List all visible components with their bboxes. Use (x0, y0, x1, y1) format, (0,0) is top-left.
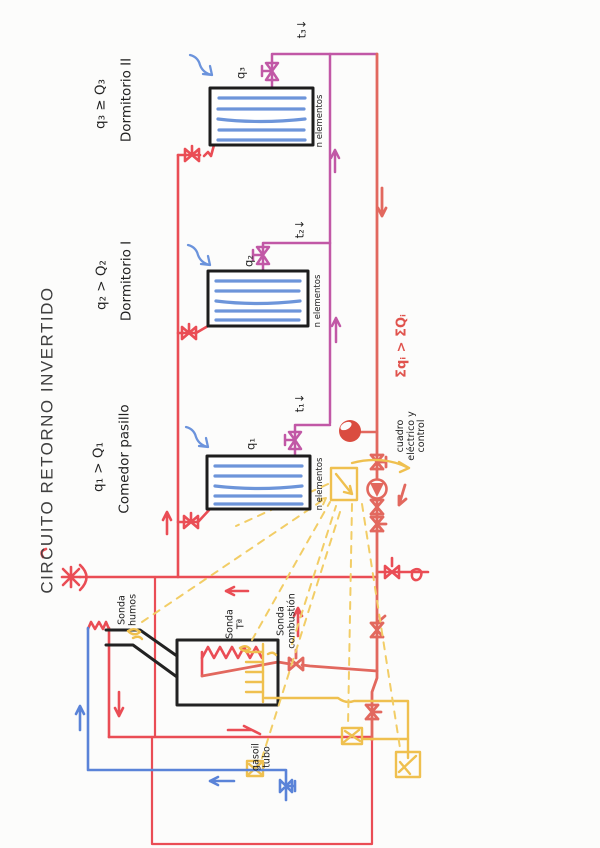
pump-icon (366, 478, 388, 500)
fill-flow-arrow-icon (113, 690, 125, 718)
radiator-dormitorio-1 (206, 269, 310, 328)
expansion-vessel-icon (339, 420, 361, 442)
flue-sensor-icon (126, 628, 144, 641)
radiator-comedor (205, 454, 312, 511)
water-valve-icon (278, 778, 297, 794)
boiler-element-icon (238, 642, 278, 704)
lockshield-valve-icon (180, 144, 201, 530)
water-flow-arrow-icon (74, 704, 86, 732)
chimney-duct (104, 628, 179, 658)
header-flow-arrow-icon (224, 585, 250, 597)
radiators (184, 53, 315, 511)
inverted-return-line (251, 52, 379, 458)
radiator-valve-icon (251, 61, 303, 451)
regulator-box-icon (329, 466, 359, 502)
fill-device-icon (340, 726, 364, 746)
boiler-return-line (200, 52, 408, 742)
shutoff-valve-icon (364, 453, 388, 721)
pump-flow-arrow-icon (397, 483, 408, 507)
control-wiring-dashed (141, 483, 401, 759)
supply-flow-arrow-icon (161, 510, 173, 536)
water-flow-arrow-icon (208, 775, 236, 787)
supply-main-line (40, 143, 430, 846)
fill-flow-arrow-icon (226, 724, 262, 736)
chimney-duct (104, 643, 179, 679)
burner-device-icon (394, 750, 422, 779)
drain-valve-icon (383, 556, 401, 580)
filling-loop-icon (86, 620, 111, 631)
boiler-return-valve-icon (287, 648, 305, 672)
return-flow-arrow-icon (330, 316, 342, 344)
boiler-outline (104, 628, 280, 707)
return-down-arrow-icon (376, 186, 388, 218)
fuel-line (263, 696, 410, 760)
drain-hook-icon (410, 567, 423, 582)
radiator-dormitorio-2 (208, 86, 315, 147)
water-supply-line (74, 626, 297, 802)
control-arrow-icon (350, 458, 411, 474)
burner-coil-icon (200, 645, 264, 660)
safety-valve-icon (40, 547, 88, 592)
electric-fuel-lines (126, 458, 422, 779)
return-flow-arrow-icon (329, 148, 341, 174)
heat-arrow-icon (184, 53, 214, 449)
